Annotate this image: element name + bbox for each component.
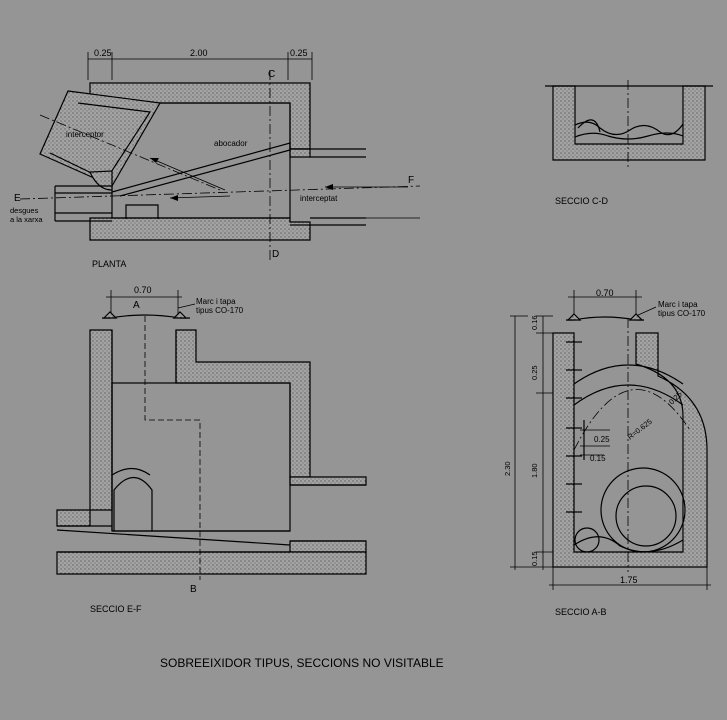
ab-dim-top: 0.70 (596, 288, 614, 298)
ab-dim-015-bottom: 0.15 (530, 551, 539, 566)
ab-dim-230: 2.30 (503, 461, 512, 476)
label-desguas-2: a la xarxa (10, 215, 43, 224)
seccio-ef-view: 0.70 A Marc i tapa tipus CO-170 B SECCIO… (56, 285, 367, 614)
ab-marc-2: tipus CO-170 (658, 309, 706, 318)
ab-marc-1: Marc i tapa (658, 300, 698, 309)
ab-dim-025-left: 0.25 (530, 365, 539, 380)
ef-dim-top: 0.70 (134, 285, 152, 295)
ef-mark-a: A (133, 300, 140, 311)
ef-wall-bottom (56, 551, 367, 575)
planta-dim-center: 2.00 (190, 48, 208, 58)
ab-walls (552, 332, 708, 568)
drawing-title: SOBREEIXIDOR TIPUS, SECCIONS NO VISITABL… (160, 656, 444, 670)
seccio-cd-view: SECCIO C-D (545, 80, 713, 206)
ef-marc-2: tipus CO-170 (196, 306, 244, 315)
label-interceptat: interceptat (300, 194, 338, 203)
cd-walls (552, 85, 706, 161)
label-desguas-1: desgues (10, 206, 39, 215)
ab-dim-015-inner: 0.15 (590, 454, 606, 463)
seccio-ab-view: 0.70 Marc i tapa tipus CO-170 (503, 288, 711, 617)
ab-dim-180: 1.80 (530, 463, 539, 478)
planta-wall-bottom (89, 217, 311, 241)
seccio-cd-title: SECCIO C-D (555, 196, 609, 206)
ef-wall-left (56, 329, 113, 527)
seccio-ef-title: SECCIO E-F (90, 604, 142, 614)
seccio-ab-title: SECCIO A-B (555, 607, 607, 617)
planta-title: PLANTA (92, 259, 126, 269)
planta-dim-right: 0.25 (290, 48, 308, 58)
ab-dim-025-inner: 0.25 (594, 435, 610, 444)
label-interceptor: interceptor (66, 130, 104, 139)
ab-radius: R=0.625 (626, 417, 654, 442)
ef-mark-b: B (190, 584, 197, 595)
ab-dim-016: 0.16 (530, 315, 539, 330)
planta-mark-d: D (272, 249, 279, 260)
ef-marc-1: Marc i tapa (196, 297, 236, 306)
planta-dim-left: 0.25 (94, 48, 112, 58)
ab-dim-175: 1.75 (620, 575, 638, 585)
planta-mark-c: C (268, 69, 275, 80)
planta-mark-e: E (14, 193, 21, 204)
label-abocador: abocador (214, 139, 248, 148)
planta-view: 0.25 2.00 0.25 C D (10, 48, 421, 269)
planta-mark-f: F (408, 175, 414, 186)
